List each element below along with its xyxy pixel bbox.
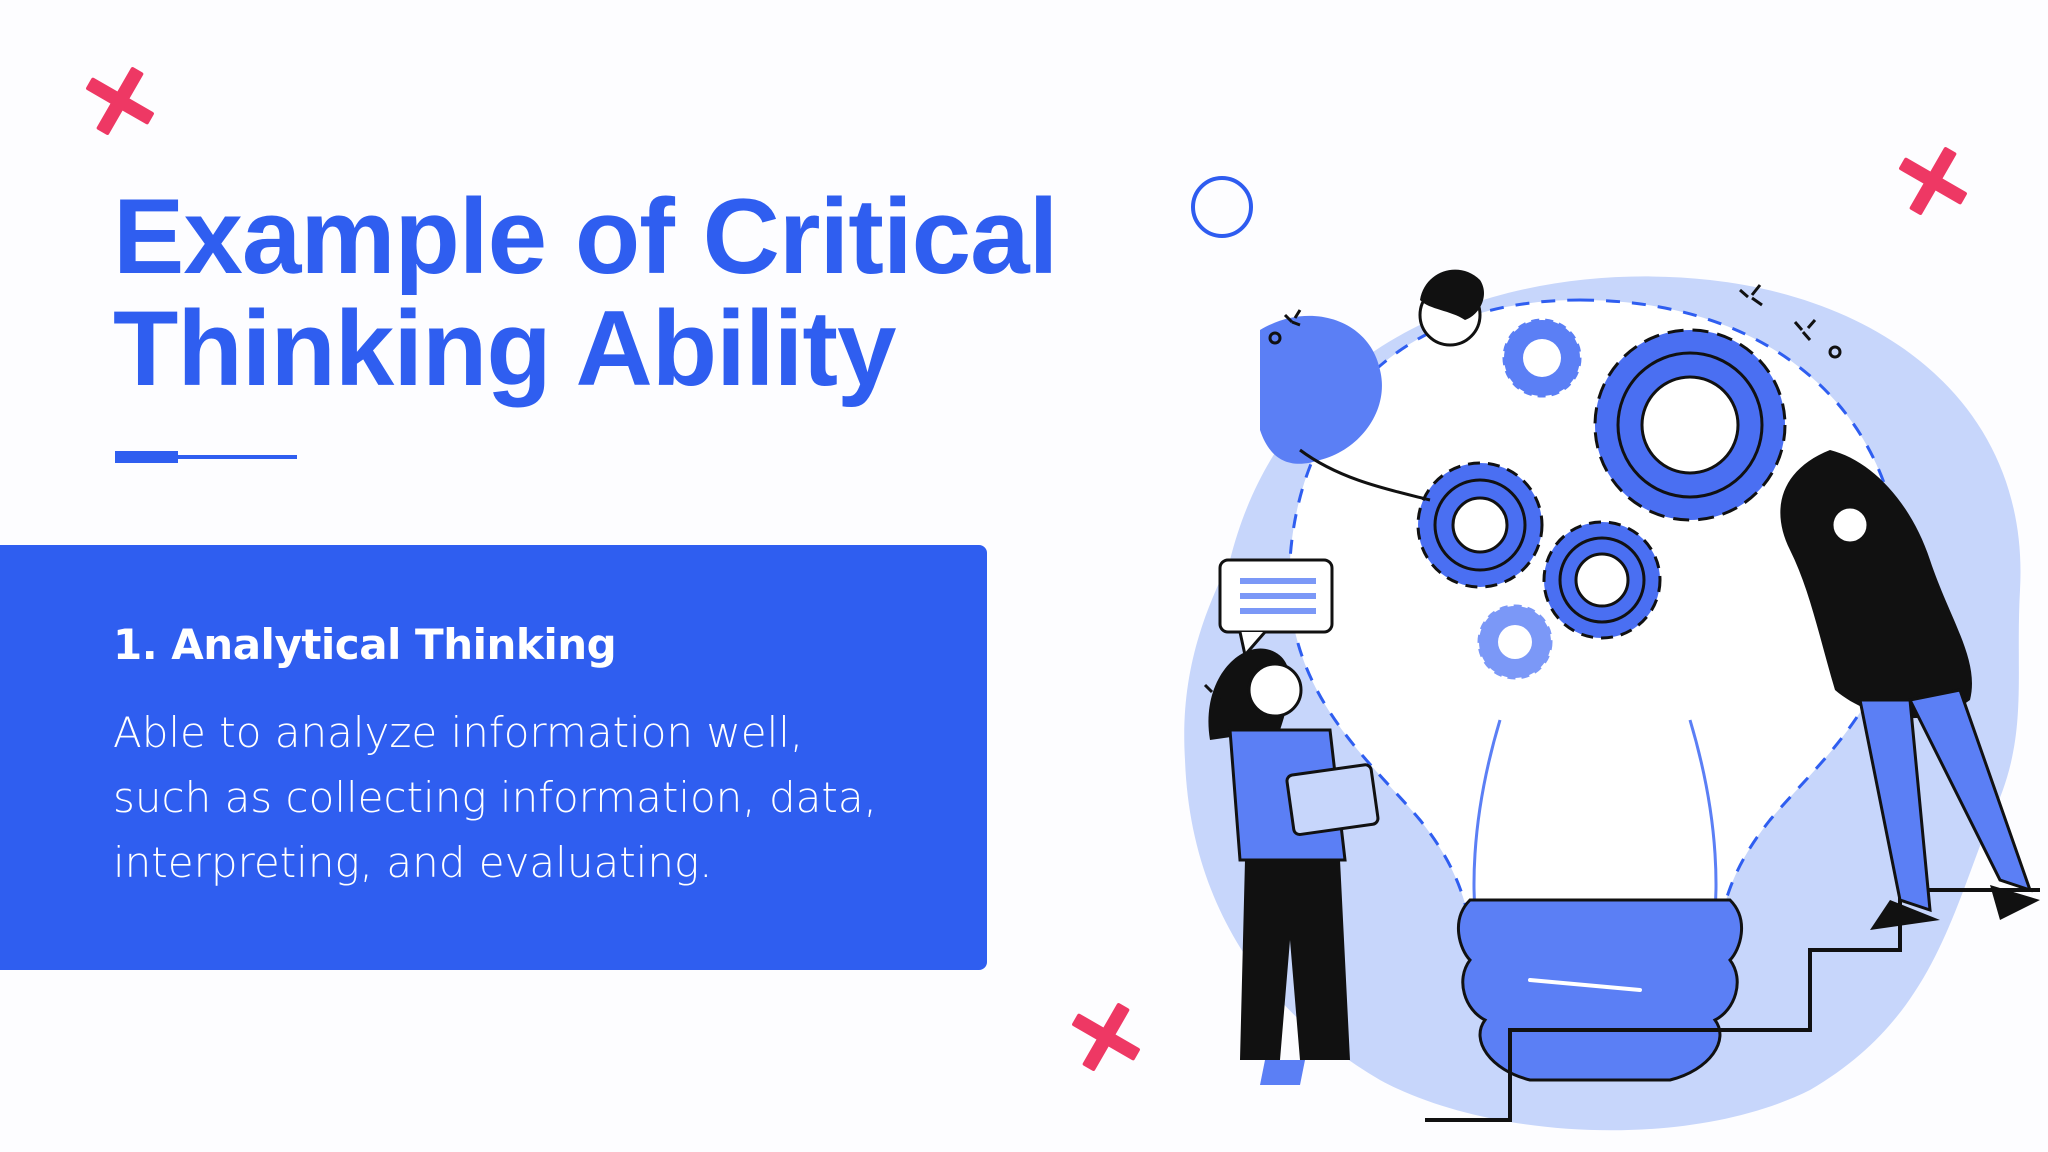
slide-title: Example of Critical Thinking Ability [113,180,1133,404]
card-body: Able to analyze information well, such a… [113,700,953,895]
person-top-left [1260,269,1485,502]
content-card [0,545,987,970]
gear-icon-small-bottom [1477,604,1553,680]
cross-decoration-bottom [1071,1002,1141,1072]
gear-icon-large [1593,328,1787,522]
card-body-line-2: such as collecting information, data, [113,773,877,822]
gear-icon-medium-left [1416,461,1544,589]
card-body-line-3: interpreting, and evaluating. [113,838,713,887]
title-divider-thick [115,451,178,463]
ring-decoration [1191,176,1253,238]
sparkle-icons [1203,284,1842,702]
lightbulb-gears-illustration [1184,269,2040,1131]
title-divider-thin [176,455,297,459]
lightbulb-base [1456,898,1744,1082]
card-body-line-1: Able to analyze information well, [113,708,804,757]
cross-decoration-top-left [85,66,155,136]
cross-decoration-top-right [1898,146,1968,216]
person-left-with-tablet [1208,648,1380,1085]
title-line-1: Example of Critical [113,176,1058,296]
title-line-2: Thinking Ability [113,288,896,408]
person-right [1780,450,2040,930]
gear-icon-medium-right [1542,520,1662,640]
gear-icon-small-top [1502,318,1582,398]
chat-bubble-icon [1218,558,1334,659]
card-heading: 1. Analytical Thinking [113,620,617,669]
